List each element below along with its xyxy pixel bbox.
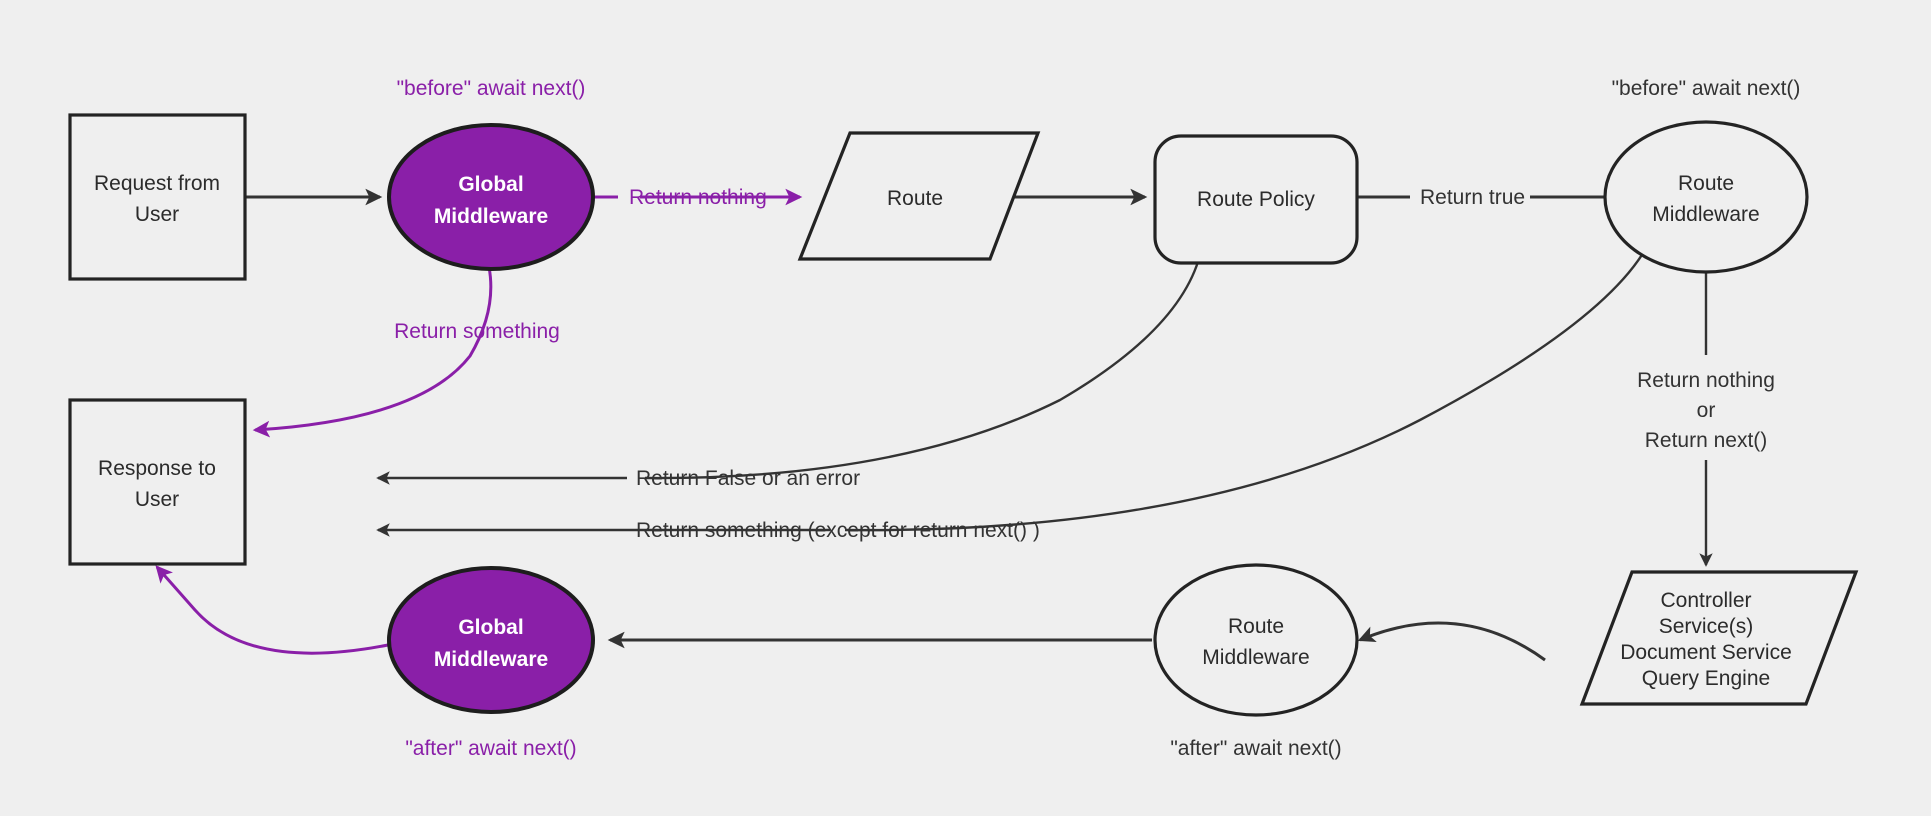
note-after-await-next-global: "after" await next(): [405, 737, 576, 760]
note-after-await-next-route-middleware: "after" await next(): [1170, 737, 1341, 760]
node-route[interactable]: Route: [797, 131, 1041, 261]
request-from-user-label-line1: Request from: [94, 172, 220, 195]
edge-label-return-true: Return true: [1420, 186, 1525, 209]
controller-label-line4: Query Engine: [1642, 667, 1770, 690]
response-to-user-rect: [68, 398, 247, 566]
node-global-middleware-top[interactable]: Global Middleware: [387, 123, 595, 271]
route-middleware-top-ellipse: [1603, 120, 1809, 274]
route-parallelogram: [797, 131, 1041, 261]
response-to-user-label-line1: Response to: [98, 457, 216, 480]
global-middleware-top-label-line2: Middleware: [434, 205, 548, 228]
node-route-middleware-top[interactable]: Route Middleware: [1603, 120, 1809, 274]
route-middleware-bottom-label-line2: Middleware: [1202, 646, 1309, 669]
controller-label-line3: Document Service: [1620, 641, 1792, 664]
edge-label-return-nothing-global: Return nothing: [629, 186, 767, 209]
note-before-await-next-global: "before" await next(): [397, 77, 586, 100]
controller-parallelogram: [1579, 570, 1859, 706]
controller-label-line1: Controller: [1660, 589, 1751, 612]
edge-global-middleware-top-to-response: [252, 266, 493, 438]
note-before-await-next-route-middleware: "before" await next(): [1612, 77, 1801, 100]
node-controller-services[interactable]: Controller Service(s) Document Service Q…: [1579, 570, 1859, 706]
global-middleware-bottom-ellipse: [387, 566, 595, 714]
node-global-middleware-bottom[interactable]: Global Middleware: [387, 566, 595, 714]
global-middleware-top-label-line1: Global: [458, 173, 523, 196]
node-route-middleware-bottom[interactable]: Route Middleware: [1153, 563, 1359, 717]
route-middleware-top-label-line1: Route: [1678, 172, 1734, 195]
edge-label-return-nothing-or-next-line1: Return nothing: [1637, 369, 1775, 392]
global-middleware-bottom-label-line1: Global: [458, 616, 523, 639]
request-from-user-label-line2: User: [135, 203, 179, 226]
route-label: Route: [887, 187, 943, 210]
edge-route-policy-to-response: [644, 254, 1202, 480]
node-request-from-user[interactable]: Request from User: [68, 113, 247, 281]
edge-label-return-something-global: Return something: [394, 320, 560, 343]
route-middleware-bottom-label-line1: Route: [1228, 615, 1284, 638]
edge-route-middleware-to-response: [844, 249, 1647, 532]
edge-label-return-something-except-next: Return something (except for return next…: [636, 519, 1040, 542]
edge-label-return-nothing-or-next-line2: or: [1697, 399, 1716, 422]
route-policy-rect: [1153, 134, 1359, 265]
controller-label-line2: Service(s): [1659, 615, 1754, 638]
global-middleware-top-ellipse: [387, 123, 595, 271]
route-middleware-bottom-ellipse: [1153, 563, 1359, 717]
edge-label-return-false-or-error: Return False or an error: [636, 467, 860, 490]
route-middleware-top-label-line2: Middleware: [1652, 203, 1759, 226]
route-policy-label: Route Policy: [1197, 188, 1315, 211]
global-middleware-bottom-label-line2: Middleware: [434, 648, 548, 671]
node-response-to-user[interactable]: Response to User: [68, 398, 247, 566]
edge-global-middleware-bottom-to-response: [155, 565, 389, 655]
node-route-policy[interactable]: Route Policy: [1153, 134, 1359, 265]
response-to-user-label-line2: User: [135, 488, 179, 511]
edge-label-return-nothing-or-next-line3: Return next(): [1645, 429, 1768, 452]
edge-controller-to-route-middleware-bottom: [1357, 621, 1546, 662]
request-from-user-rect: [68, 113, 247, 281]
